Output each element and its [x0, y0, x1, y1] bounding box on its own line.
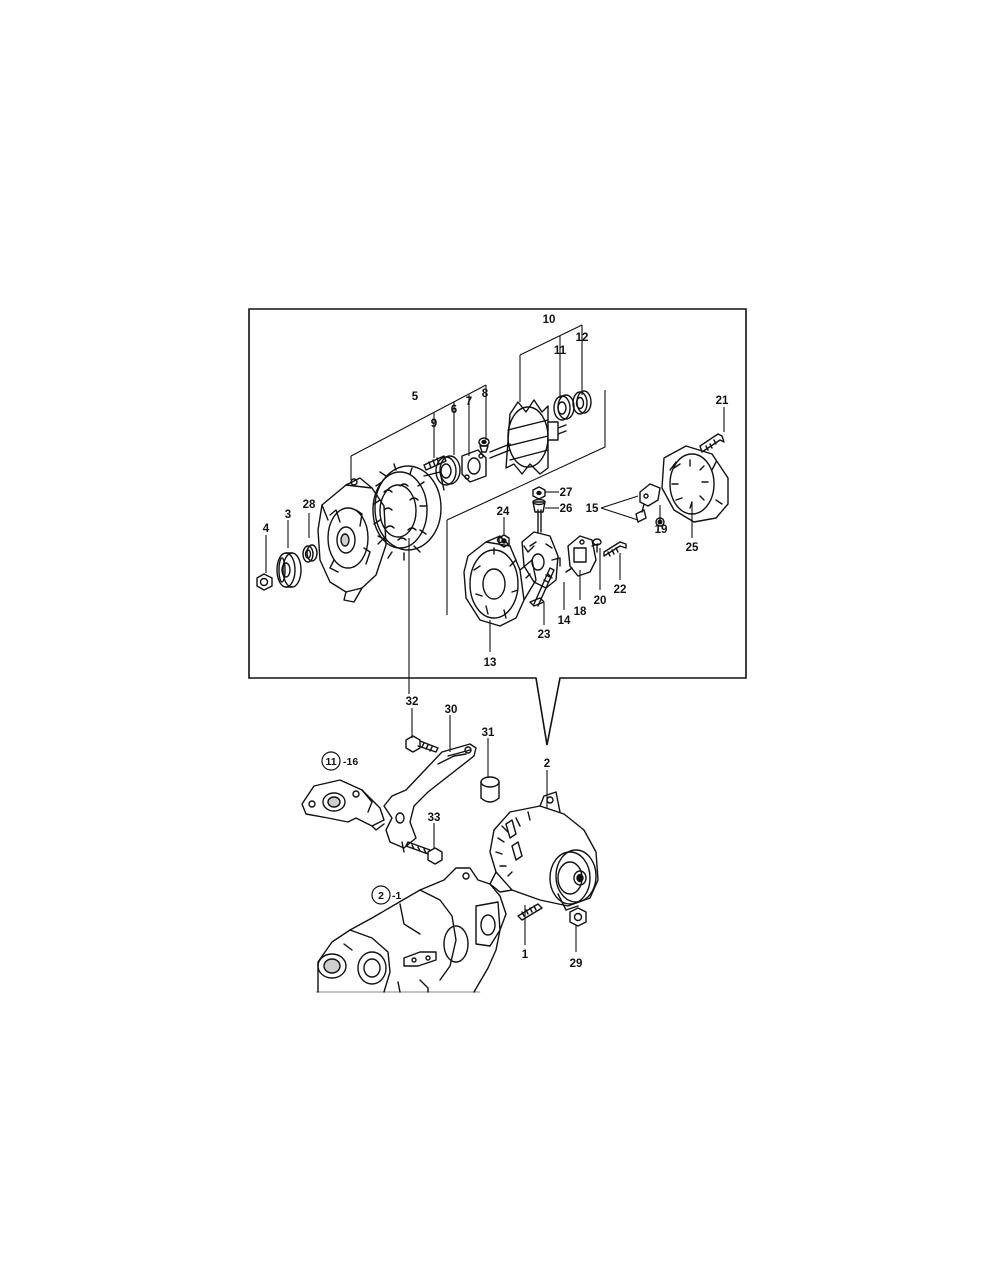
callout-25: 25 [686, 542, 699, 554]
callout-31: 31 [482, 727, 495, 739]
callout-28: 28 [303, 499, 316, 511]
support-bracket [301, 779, 385, 831]
callout-12: 12 [576, 332, 589, 344]
terminal-nut [498, 534, 510, 548]
stud-bolt [423, 455, 447, 471]
callout-5: 5 [412, 391, 419, 403]
reference-callout-2-1: 2 -1 [371, 885, 401, 905]
callout-3: 3 [285, 509, 291, 521]
callout-15: 15 [586, 503, 599, 515]
rectifier [521, 509, 561, 589]
gear-case-partial [315, 867, 507, 993]
pulley-nut [256, 573, 273, 591]
pulley [276, 552, 302, 588]
callout-14: 14 [558, 615, 571, 627]
stator [372, 463, 445, 561]
terminal-cover-nut [655, 517, 665, 527]
reference-suffix-1: -1 [392, 890, 401, 902]
reference-circle-2: 2 [378, 890, 384, 902]
reference-suffix-16: -16 [343, 756, 358, 768]
front-frame [317, 477, 387, 603]
callout-1: 1 [522, 949, 529, 961]
bearing-retainer-plate [461, 449, 487, 483]
callout-27: 27 [560, 487, 573, 499]
callout-24: 24 [497, 506, 510, 518]
callout-30: 30 [445, 704, 458, 716]
callout-2: 2 [544, 758, 550, 770]
callout-11: 11 [554, 345, 567, 357]
callout-22: 22 [614, 584, 627, 596]
stay-mount-bolt [405, 841, 443, 865]
callout-8: 8 [482, 388, 489, 400]
callout-20: 20 [594, 595, 607, 607]
callout-labels: 10 11 12 5 7 8 6 9 21 27 26 15 28 3 4 24… [263, 314, 729, 970]
callout-13: 13 [484, 657, 497, 669]
insulator-bushing [532, 498, 546, 513]
terminal-assembly [635, 483, 661, 523]
callout-6: 6 [451, 404, 457, 416]
callout-7: 7 [466, 396, 472, 408]
rotor [489, 399, 567, 475]
regulator-screw [592, 538, 602, 553]
callout-33: 33 [428, 812, 441, 824]
rear-end-cover [661, 445, 729, 523]
callout-4: 4 [263, 523, 270, 535]
cover-bolt [603, 541, 627, 557]
callout-19: 19 [655, 524, 668, 536]
adjusting-stay [383, 743, 477, 853]
alternator-nut [569, 907, 587, 927]
callout-21: 21 [716, 395, 729, 407]
rear-frame [463, 535, 537, 627]
rear-cover-bolt [699, 433, 725, 453]
b-terminal-nut [532, 486, 546, 500]
bearing-cover [572, 390, 592, 415]
callout-9: 9 [431, 418, 437, 430]
callout-26: 26 [560, 503, 573, 515]
stay-spacer [480, 776, 500, 803]
rear-bearing [553, 394, 575, 421]
leader-lines [265, 324, 725, 952]
front-bearing [435, 455, 461, 486]
callout-23: 23 [538, 629, 551, 641]
reference-circle-11: 11 [325, 756, 336, 768]
reference-callout-11-16: 11 -16 [321, 751, 358, 771]
callout-10: 10 [543, 314, 556, 326]
callout-18: 18 [574, 606, 587, 618]
callout-32: 32 [406, 696, 419, 708]
alternator-assembly [489, 791, 599, 911]
through-bolt [529, 567, 555, 607]
collar [302, 544, 318, 563]
exploded-view-frame [248, 308, 747, 746]
callout-29: 29 [570, 958, 583, 970]
alternator-stud [517, 903, 543, 921]
retainer-screw [478, 437, 490, 453]
stay-bolt [405, 735, 439, 753]
